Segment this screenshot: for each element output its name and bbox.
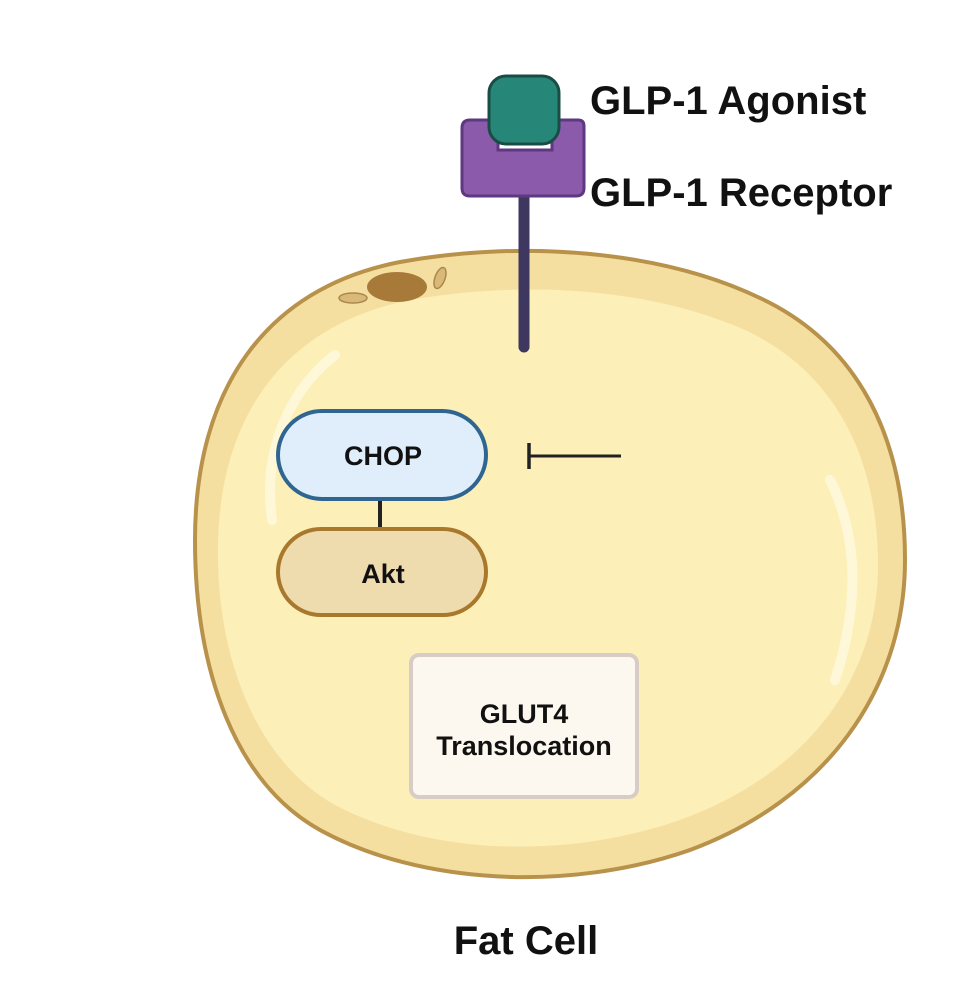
fat-cell-highlight-left [264, 350, 340, 525]
akt-box [276, 527, 488, 617]
akt-node: Akt [276, 527, 488, 617]
glut4-node: GLUT4 Translocation [409, 653, 639, 799]
nucleus [367, 272, 427, 302]
inhibition-arrow [527, 443, 621, 469]
chop-label: CHOP [344, 441, 422, 471]
mitochondrion-icon [433, 266, 447, 290]
chop-node: CHOP [276, 409, 488, 501]
glut4-box [409, 653, 639, 799]
receptor-label: GLP-1 Receptor [590, 171, 892, 215]
glut4-label-line2: Translocation [436, 731, 612, 761]
mitochondrion-icon [338, 292, 368, 304]
chop-box [276, 409, 488, 501]
glp1-agonist [487, 74, 561, 146]
akt-label: Akt [361, 559, 405, 589]
glut4-label-line1: GLUT4 [480, 699, 569, 729]
agonist-label: GLP-1 Agonist [590, 79, 866, 123]
cell-label: Fat Cell [454, 919, 598, 963]
fat-cell-highlight-right [825, 475, 858, 685]
